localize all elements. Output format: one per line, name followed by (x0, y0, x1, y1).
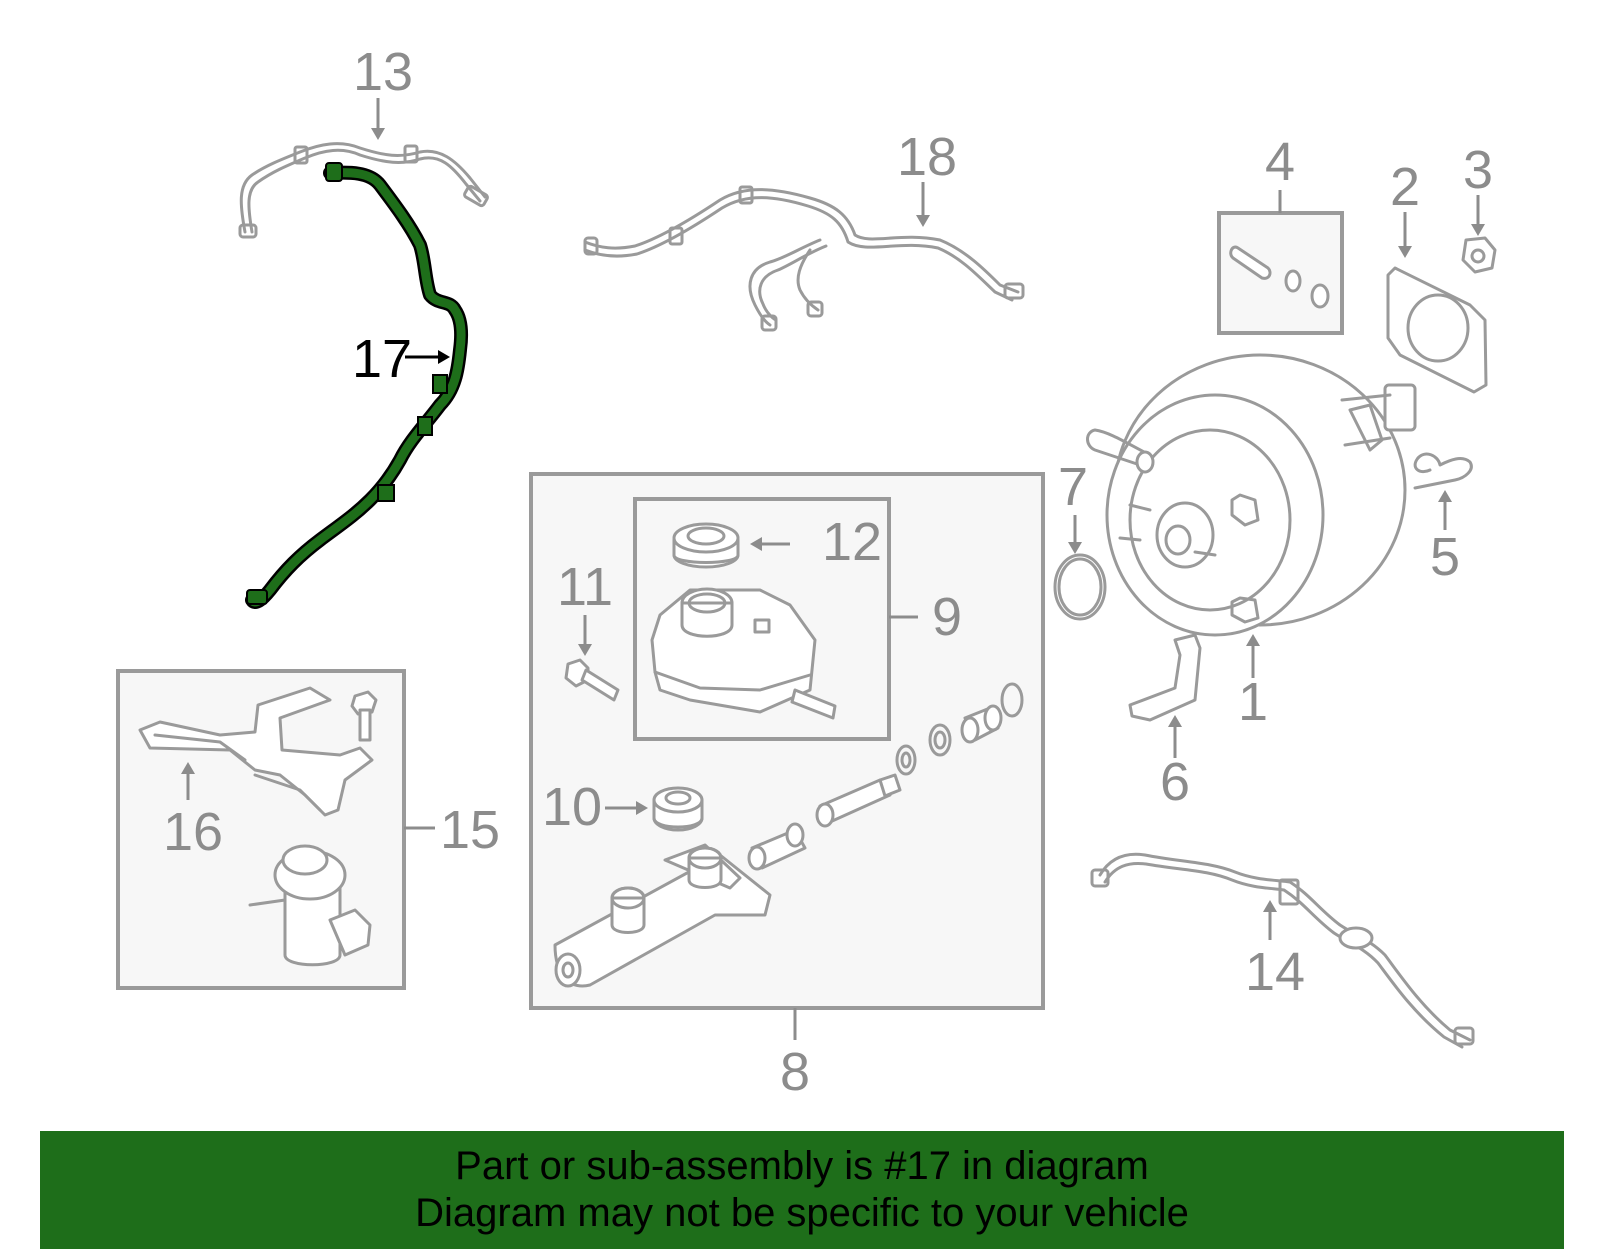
callout-15: 15 (440, 800, 500, 860)
banner-line-2: Diagram may not be specific to your vehi… (415, 1191, 1189, 1235)
part-8-pistons-and-seals[interactable] (747, 682, 1024, 871)
arrow-3 (1471, 224, 1485, 236)
callout-16: 16 (163, 802, 223, 862)
part-16-bracket[interactable] (138, 686, 374, 817)
part-7-o-ring[interactable] (1053, 553, 1107, 621)
callout-4: 4 (1265, 132, 1295, 192)
callout-6: 6 (1160, 752, 1190, 812)
banner-line-1: Part or sub-assembly is #17 in diagram (455, 1144, 1149, 1188)
part-4-pin-and-seals[interactable] (1229, 245, 1330, 309)
callout-7: 7 (1058, 457, 1088, 517)
arrow-17 (438, 350, 450, 364)
callout-17: 17 (352, 329, 412, 389)
callout-8: 8 (780, 1042, 810, 1102)
arrow-6 (1168, 715, 1182, 727)
arrow-1 (1246, 634, 1260, 646)
part-17-vacuum-hose-highlighted[interactable] (245, 162, 469, 609)
callout-5: 5 (1430, 527, 1460, 587)
arrow-10 (636, 801, 648, 815)
part-13-vacuum-hose[interactable] (238, 142, 489, 239)
arrow-12 (750, 537, 762, 551)
arrow-11 (578, 644, 592, 656)
callout-10: 10 (542, 777, 602, 837)
part-2-gasket[interactable] (1386, 266, 1488, 394)
part-18-vacuum-hose[interactable] (583, 185, 1025, 332)
part-6-bracket[interactable] (1128, 633, 1202, 722)
arrow-18 (916, 215, 930, 227)
part-3-nut[interactable] (1461, 236, 1497, 274)
part-4-kit-box (1217, 211, 1344, 335)
part-1-brake-booster[interactable] (1086, 353, 1417, 637)
arrow-7 (1068, 542, 1082, 554)
callout-1: 1 (1238, 672, 1268, 732)
arrow-13 (371, 128, 385, 140)
part-11-bolt[interactable] (564, 658, 620, 702)
arrow-2 (1398, 246, 1412, 258)
callout-3: 3 (1463, 140, 1493, 200)
arrow-16 (181, 762, 195, 774)
info-banner: Part or sub-assembly is #17 in diagram D… (40, 1131, 1564, 1249)
part-12-reservoir-cap[interactable] (672, 522, 740, 569)
part-9-reservoir[interactable] (650, 587, 837, 720)
callout-11: 11 (557, 557, 613, 617)
callout-18: 18 (897, 127, 957, 187)
part-15-bolt[interactable] (350, 690, 378, 742)
part-14-vacuum-hose[interactable] (1090, 852, 1475, 1049)
arrow-14 (1263, 900, 1277, 912)
arrow-5 (1438, 490, 1452, 502)
callout-13: 13 (353, 42, 413, 102)
callout-2: 2 (1390, 157, 1420, 217)
callout-12: 12 (822, 512, 882, 572)
part-10-grommet[interactable] (652, 786, 704, 832)
part-5-clip[interactable] (1413, 452, 1473, 490)
part-8-master-cylinder[interactable] (553, 843, 772, 988)
callout-14: 14 (1245, 942, 1305, 1002)
part-15-vacuum-pump[interactable] (248, 844, 372, 967)
callout-9: 9 (932, 587, 962, 647)
